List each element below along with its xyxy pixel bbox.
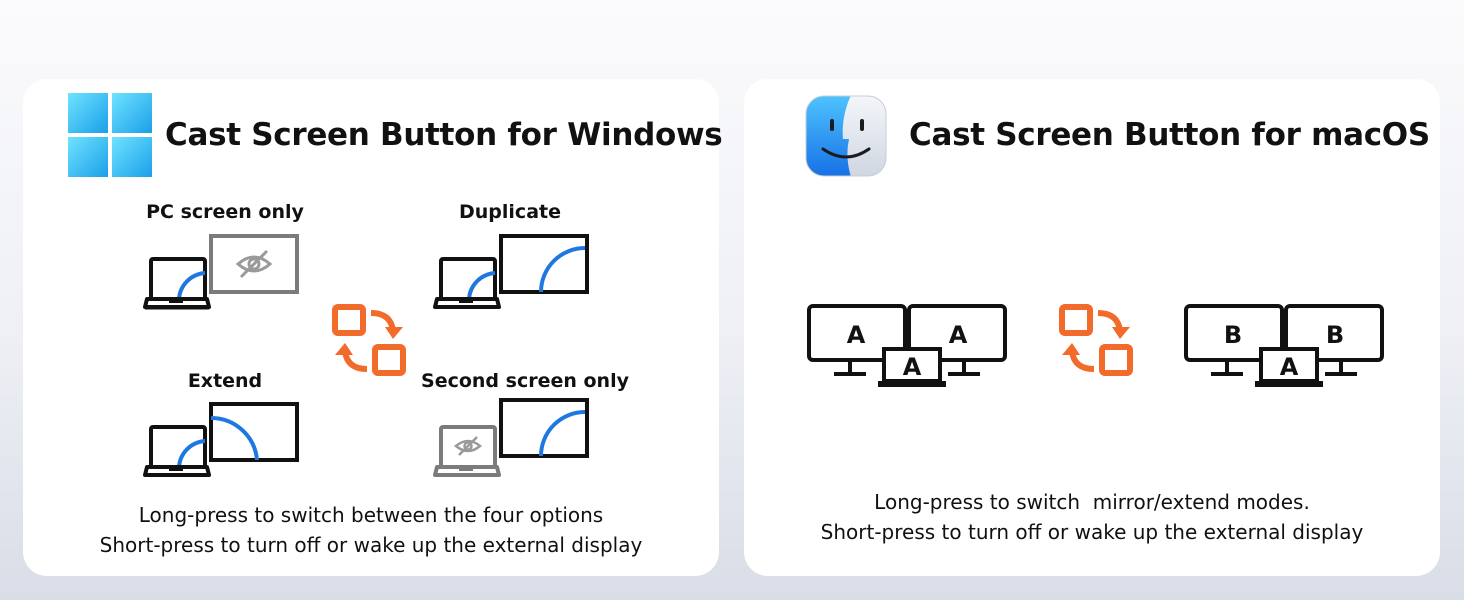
windows-instructions: Long-press to switch between the four op… [23,500,719,560]
mirror-right-display-label: A [948,321,968,349]
macos-card: Cast Screen Button for macOS A A A B B A [744,79,1440,576]
extend-laptop-label: A [1279,353,1299,381]
mirror-mode-illustration [807,304,1007,387]
macos-instructions: Long-press to switch mirror/extend modes… [744,487,1440,547]
mode-label-second-screen-only: Second screen only [421,370,629,392]
finder-logo-icon [805,95,887,177]
mirror-left-display-label: A [846,321,866,349]
mirror-laptop-label: A [902,353,922,381]
mode-label-pc-screen-only: PC screen only [146,201,304,223]
macos-caption-line-2: Short-press to turn off or wake up the e… [820,520,1364,544]
windows-caption-line-1: Long-press to switch between the four op… [138,503,604,527]
eye-slash-icon [454,436,482,456]
windows-logo-icon [68,93,152,177]
pc-screen-only-illustration [143,234,299,310]
mode-label-extend: Extend [187,370,263,392]
mode-label-duplicate: Duplicate [459,201,561,223]
macos-caption-line-1: Long-press to switch mirror/extend modes… [874,490,1310,514]
cycle-switch-icon [1059,304,1133,376]
extend-right-display-label: B [1325,321,1345,349]
cycle-switch-icon [332,304,406,376]
extend-mode-illustration [1184,304,1384,387]
extend-illustration [143,402,299,477]
windows-caption-line-2: Short-press to turn off or wake up the e… [99,533,643,557]
windows-card: Cast Screen Button for Windows PC screen… [23,79,723,576]
second-screen-only-illustration [433,398,589,477]
macos-card-title: Cast Screen Button for macOS [909,117,1430,153]
extend-left-display-label: B [1223,321,1243,349]
windows-card-title: Cast Screen Button for Windows [165,117,723,153]
duplicate-illustration [433,234,589,309]
eye-slash-icon [235,249,273,279]
